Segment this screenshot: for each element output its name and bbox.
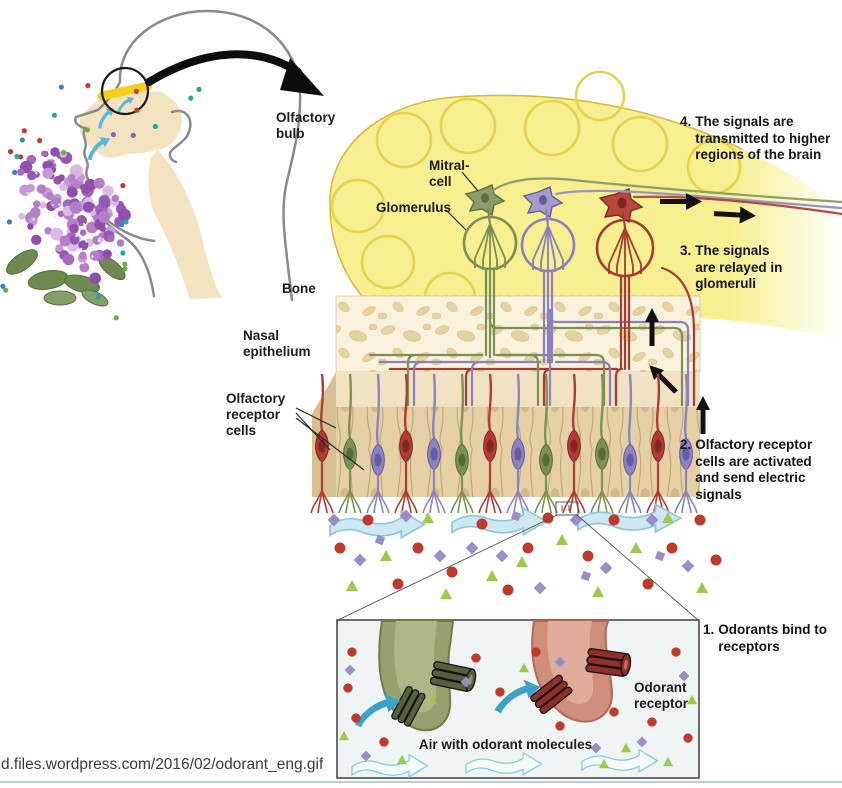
label-mitral-cell: Mitral-cell — [429, 158, 470, 189]
flower-leaves — [6, 249, 126, 307]
bone-layer — [335, 295, 701, 373]
step-1-number: 1. — [703, 622, 715, 637]
magnifier-circle — [100, 66, 150, 116]
signal-right-arrows — [660, 193, 756, 224]
zoom-marker — [337, 501, 699, 621]
step-3-text: The signals are relayed in glomeruli — [695, 243, 783, 291]
mitral-cell-somas — [464, 184, 644, 224]
step-4: 4. The signals are transmitted to higher… — [680, 114, 837, 164]
nasal-epithelium-layer — [312, 372, 700, 497]
zoom-arrow-to-bulb — [145, 50, 324, 96]
label-bone: Bone — [282, 281, 316, 296]
head-illustration — [0, 9, 324, 321]
step-3: 3. The signals are relayed in glomeruli — [680, 243, 787, 293]
nerve-fibers — [368, 266, 696, 407]
label-glomerulus: Glomerulus — [376, 200, 452, 215]
lilac-flower — [6, 147, 131, 307]
glomeruli-and-mitral-cells — [462, 177, 842, 278]
label-air-with-odorant-molecules: Air with odorant molecules — [418, 737, 593, 752]
label-olfactory-receptor-cells: Olfactory receptor cells — [226, 391, 286, 438]
bottom-divider-line — [0, 781, 842, 783]
step-1: 1. Odorants bind to receptors — [703, 622, 836, 655]
step-4-text: The signals are transmitted to higher re… — [695, 114, 831, 162]
step-3-number: 3. — [680, 243, 692, 258]
browser-url-text: d.files.wordpress.com/2016/02/odorant_en… — [1, 756, 324, 773]
olfactory-epithelium-highlight — [97, 81, 153, 101]
step-2-text: Olfactory receptor cells are activated a… — [695, 437, 813, 502]
odorant-dots-in-air — [0, 83, 202, 321]
step-4-number: 4. — [680, 114, 692, 129]
step-1-text: Odorants bind to receptors — [718, 622, 828, 654]
step-2: 2. Olfactory receptor cells are activate… — [680, 437, 823, 503]
odorant-receptor-barrels — [391, 648, 632, 727]
inset-odorant-molecules — [338, 647, 698, 769]
mitral-axons — [486, 177, 842, 230]
label-olfactory-bulb: Olfactory bulb — [276, 110, 336, 141]
glomerulus-fans — [474, 223, 642, 277]
inset-box — [336, 619, 700, 779]
label-nasal-epithelium: Nasal epithelium — [243, 328, 311, 359]
step-2-number: 2. — [680, 437, 692, 452]
label-odorant-receptor: Odorant receptor — [634, 680, 689, 711]
flower-blooms — [17, 147, 131, 285]
olfactory-receptor-cells — [310, 373, 698, 514]
